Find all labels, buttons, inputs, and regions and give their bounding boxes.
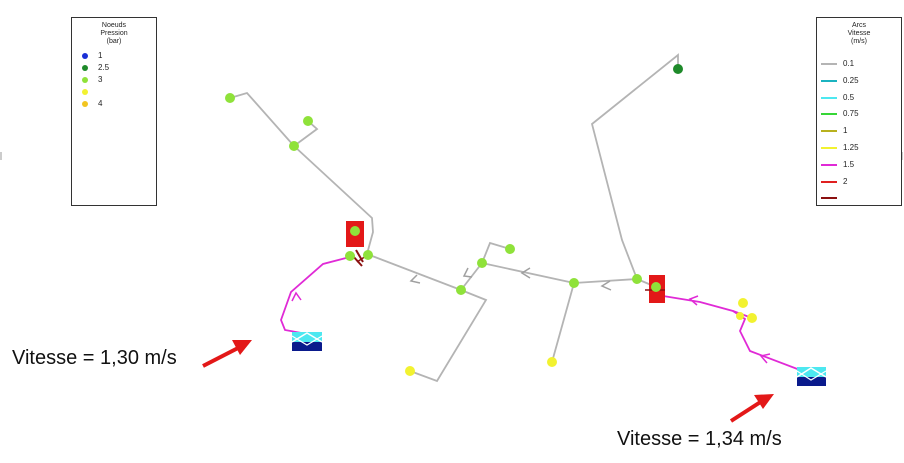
node — [651, 282, 661, 292]
legend-arcs-title: Arcs Vitesse (m/s) — [817, 22, 901, 46]
legend-swatch — [821, 96, 837, 99]
legend-dot — [82, 65, 88, 71]
legend-arcs: Arcs Vitesse (m/s) 0.1 0.25 0.5 0.75 1 1.25 1.… — [816, 17, 902, 206]
legend-label: 0.75 — [843, 109, 859, 119]
legend-item: 0.75 — [817, 109, 897, 119]
legend-item: 2 — [817, 177, 897, 187]
node — [547, 357, 557, 367]
flow-arrow — [291, 291, 302, 302]
legend-swatch — [821, 197, 837, 200]
node — [363, 250, 373, 260]
flow-arrow — [520, 267, 531, 279]
pipe — [280, 255, 353, 335]
callout-arrow-left — [202, 340, 252, 368]
legend-label: 1.5 — [843, 159, 855, 169]
reservoir-left[interactable] — [291, 332, 323, 351]
legend-dot — [82, 77, 88, 83]
legend-label: 1 — [843, 126, 848, 136]
velocity-callout-left: Vitesse = 1,30 m/s — [12, 347, 177, 369]
legend-title-line: (m/s) — [851, 38, 867, 45]
legend-item: 3 — [72, 75, 152, 85]
pipe — [656, 294, 813, 374]
legend-label: 4 — [98, 99, 103, 108]
legend-title-line: Noeuds — [101, 22, 127, 29]
legend-label: 3 — [98, 75, 103, 84]
node — [350, 226, 360, 236]
node — [477, 258, 487, 268]
pipe — [551, 282, 575, 363]
pipe — [481, 262, 575, 284]
node — [456, 285, 466, 295]
node — [736, 312, 744, 320]
node — [738, 298, 748, 308]
node — [569, 278, 579, 288]
flow-arrow — [462, 267, 473, 278]
pipe — [409, 289, 488, 383]
legend-swatch — [821, 113, 837, 116]
reservoir-right[interactable] — [796, 367, 827, 386]
legend-swatch — [821, 130, 837, 133]
legend-title-line: (bar) — [106, 38, 122, 45]
flow-arrow — [600, 280, 612, 291]
legend-title-line: Pression — [100, 30, 128, 37]
legend-dot — [82, 89, 88, 95]
node — [505, 244, 515, 254]
legend-swatch — [821, 180, 837, 183]
legend-item: 1 — [817, 126, 897, 136]
legend-label: 1.25 — [843, 143, 859, 152]
pipe — [229, 91, 295, 147]
flow-arrows-magenta — [291, 291, 771, 364]
legend-label: 2 — [843, 176, 848, 186]
legend-item — [72, 87, 152, 97]
flow-arrow — [759, 353, 771, 364]
pipe — [293, 145, 374, 255]
legend-item: 1 — [72, 51, 152, 61]
legend-nodes-title: Noeuds Pression (bar) — [72, 22, 156, 46]
legend-item: 4 — [72, 99, 152, 109]
legend-title-line: Vitesse — [847, 30, 871, 37]
pipe — [366, 253, 462, 291]
node — [225, 93, 235, 103]
node — [747, 313, 757, 323]
legend-label: 2.5 — [98, 63, 110, 72]
node — [405, 366, 415, 376]
legend-swatch — [821, 79, 837, 82]
legend-item: 0.5 — [817, 93, 897, 103]
flow-arrow — [688, 295, 699, 306]
legend-label: 1 — [98, 51, 103, 60]
pipe — [573, 278, 638, 284]
legend-item: 1.5 — [817, 160, 897, 170]
pipe — [481, 241, 511, 264]
legend-title-line: Arcs — [852, 22, 866, 29]
legend-swatch — [821, 163, 837, 166]
nodes — [225, 64, 757, 376]
velocity-callout-right: Vitesse = 1,34 m/s — [617, 428, 782, 450]
node — [673, 64, 683, 74]
node — [289, 141, 299, 151]
legend-swatch — [821, 63, 837, 65]
node — [345, 251, 355, 261]
pipe — [590, 53, 679, 280]
legend-item: 1.25 — [817, 143, 897, 153]
legend-label: 0.5 — [843, 92, 855, 102]
legend-dot — [82, 53, 88, 59]
legend-item — [817, 193, 897, 203]
flow-arrows-gray — [409, 267, 612, 291]
pipes-high-velocity — [280, 255, 813, 374]
legend-item: 0.25 — [817, 76, 897, 86]
legend-label: 0.25 — [843, 75, 859, 85]
callout-arrow-right — [729, 394, 774, 423]
legend-label: 0.1 — [843, 59, 855, 68]
legend-nodes: Noeuds Pression (bar) 1 2.5 3 4 — [71, 17, 157, 206]
legend-item: 2.5 — [72, 63, 152, 73]
legend-item: 0.1 — [817, 59, 897, 69]
node — [632, 274, 642, 284]
node — [303, 116, 313, 126]
flow-arrow — [409, 274, 421, 284]
legend-swatch — [821, 147, 837, 149]
legend-dot — [82, 101, 88, 107]
